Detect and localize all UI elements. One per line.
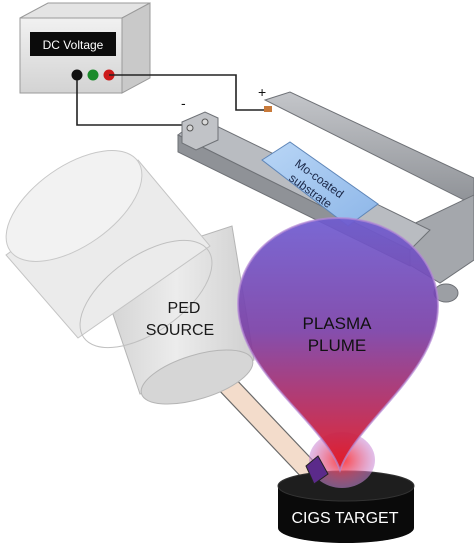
- plume-label-line1: PLASMA: [303, 314, 373, 333]
- mo-coated-substrate: [261, 141, 379, 227]
- clamp-screw-1: [186, 124, 194, 132]
- plasma-plume: PLASMA PLUME: [236, 216, 440, 488]
- voltage-display-text: DC Voltage: [43, 38, 104, 52]
- plume-label-line2: PLUME: [308, 336, 367, 355]
- ped-source: PED SOURCE: [5, 150, 255, 405]
- holder-clamp-block: [181, 111, 219, 151]
- target-label: CIGS TARGET: [292, 510, 399, 527]
- voltage-display: [30, 32, 116, 56]
- plume-body: [236, 216, 440, 473]
- ped-source-bottom: [140, 349, 254, 405]
- dc-power-supply: DC Voltage: [19, 2, 151, 94]
- ped-source-cap-top: [5, 150, 143, 262]
- ped-source-label-line1: PED: [168, 300, 201, 317]
- beam-tip: [305, 455, 329, 485]
- negative-wire: [76, 80, 186, 126]
- positive-contact: [264, 106, 272, 112]
- holder-back-rail: [263, 91, 474, 206]
- ped-source-label-line2: SOURCE: [146, 322, 214, 339]
- ped-source-cap-rim: [79, 239, 213, 349]
- positive-wire: [109, 74, 268, 111]
- ground-terminal: [87, 69, 99, 81]
- power-supply-side: [121, 2, 151, 94]
- positive-sign: +: [258, 84, 266, 100]
- target-body: [278, 486, 414, 543]
- wires: [76, 74, 268, 126]
- clamp-screw-2: [201, 118, 209, 126]
- negative-terminal: [71, 69, 83, 81]
- negative-sign: -: [181, 95, 186, 111]
